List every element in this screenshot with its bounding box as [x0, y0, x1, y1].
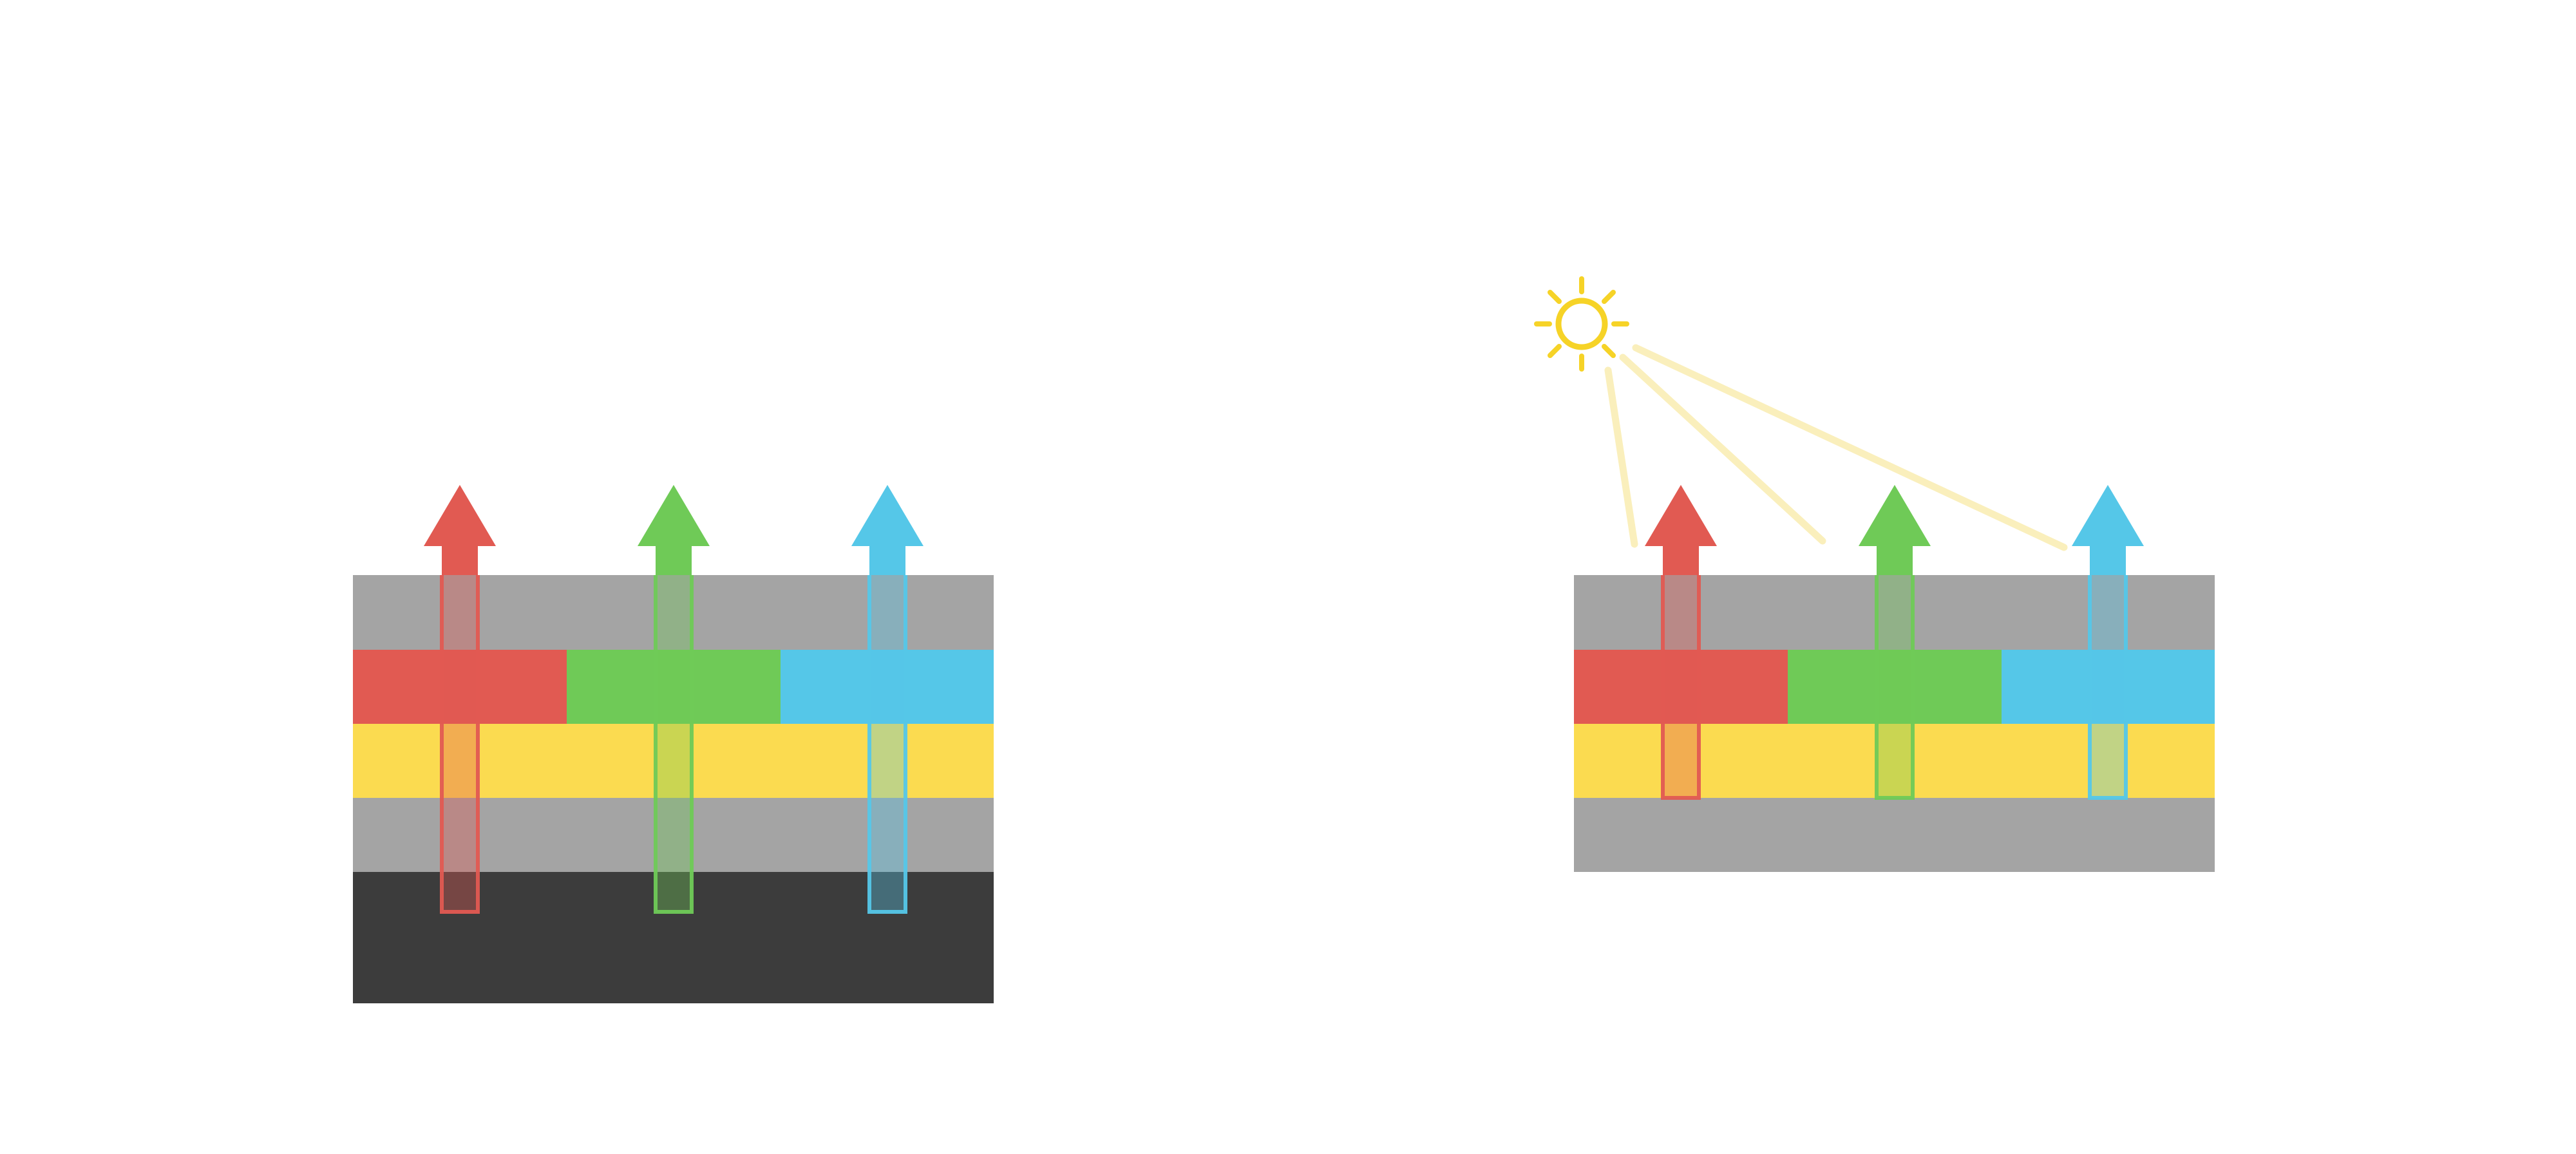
left-layer-dark-base [353, 872, 994, 1003]
sunlight-beam-1 [1604, 366, 1638, 548]
left-layer-top-gray [353, 575, 994, 650]
sunlight-beam-2 [1619, 354, 1826, 545]
left-panel [353, 485, 994, 1003]
sun-ray-ne [1602, 290, 1616, 304]
left-layer-yellow [353, 724, 994, 798]
left-green-arrow-head [638, 485, 710, 575]
left-red-arrow-shaft [440, 575, 480, 914]
sun-icon [1534, 276, 1629, 372]
right-layer-top-gray [1574, 575, 2215, 650]
right-panel [1534, 276, 2215, 872]
right-subpixel-cyan [2002, 650, 2215, 724]
right-green-arrow-head [1859, 485, 1931, 575]
right-subpixel-red [1574, 650, 1788, 724]
sun-ray-se [1602, 344, 1616, 358]
right-red-arrow-head [1645, 485, 1717, 575]
sunlight-beam-3 [1632, 344, 2068, 551]
right-subpixel-green [1788, 650, 2002, 724]
left-subpixel-red [353, 650, 567, 724]
left-green-arrow-shaft [654, 575, 694, 914]
sun-ray-nw [1548, 290, 1562, 304]
right-green-arrow-shaft [1875, 575, 1915, 800]
left-cyan-arrow-head [851, 485, 923, 575]
right-red-arrow-shaft [1661, 575, 1701, 800]
left-subpixel-cyan [781, 650, 994, 724]
left-cyan-arrow-shaft [867, 575, 907, 914]
sun-core [1555, 298, 1608, 350]
right-layer-yellow [1574, 724, 2215, 798]
right-cyan-arrow-shaft [2088, 575, 2128, 800]
right-cyan-arrow-head [2072, 485, 2144, 575]
left-layer-bottom-gray [353, 798, 994, 872]
sun-ray-sw [1548, 344, 1562, 358]
right-layer-bottom-gray [1574, 798, 2215, 872]
left-subpixel-green [567, 650, 781, 724]
left-red-arrow-head [424, 485, 496, 575]
